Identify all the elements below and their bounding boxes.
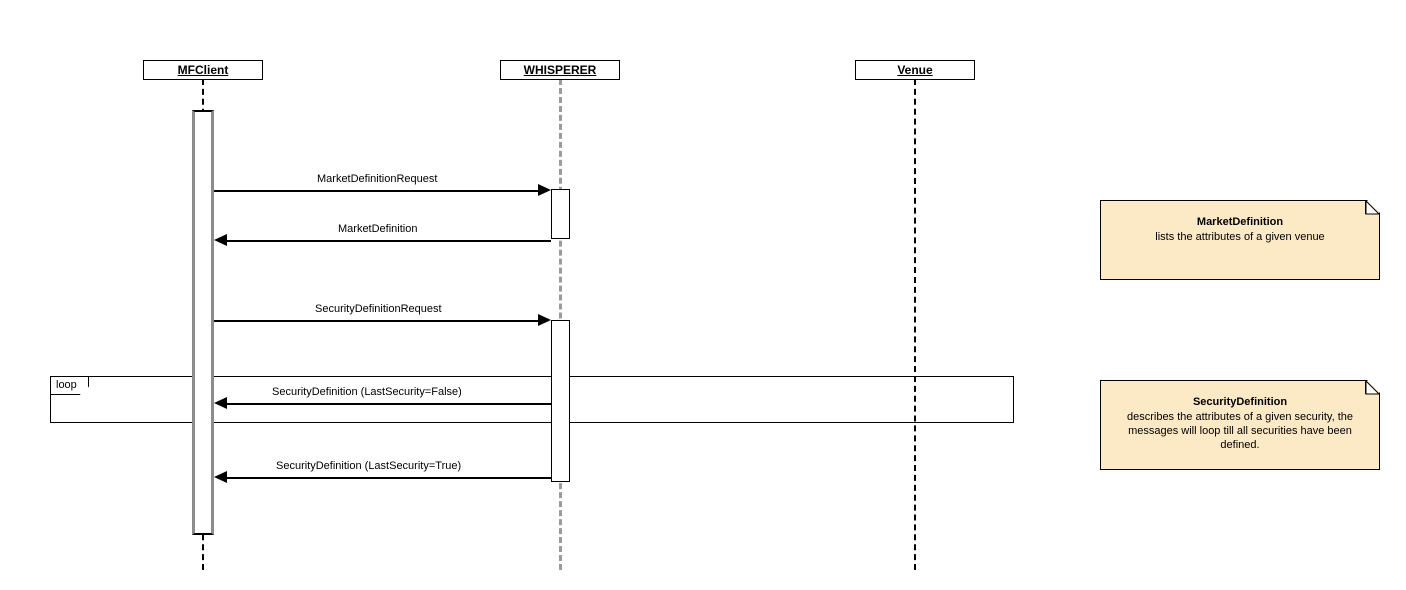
activation-bar-mfclient (192, 110, 214, 535)
message-label: SecurityDefinitionRequest (311, 304, 446, 315)
message-label: SecurityDefinition (LastSecurity=True) (272, 461, 466, 472)
arrow-head-left-icon (214, 397, 227, 409)
arrow-head-right-icon (538, 314, 551, 326)
arrow-head-left-icon (214, 234, 227, 246)
lifeline-label-venue: Venue (897, 63, 933, 77)
activation-bar-whisperer-securitydefinition (551, 320, 570, 482)
activation-bar-whisperer-marketdefinition (551, 189, 570, 239)
lifeline-header-whisperer[interactable]: WHISPERER (500, 60, 620, 80)
arrow-head-right-icon (538, 184, 551, 196)
note-title: SecurityDefinition (1192, 396, 1288, 408)
loop-fragment-operator: loop (56, 379, 77, 391)
loop-fragment-tab: loop (50, 376, 89, 395)
note-market-definition: MarketDefinition lists the attributes of… (1100, 200, 1380, 280)
message-line (227, 477, 551, 479)
lifeline-label-whisperer: WHISPERER (523, 63, 597, 77)
lifeline-label-mfclient: MFClient (177, 63, 229, 77)
message-label: MarketDefinitionRequest (313, 174, 442, 185)
message-line (214, 320, 538, 322)
note-body: describes the attributes of a given secu… (1126, 411, 1354, 451)
message-line (214, 190, 538, 192)
lifeline-header-mfclient[interactable]: MFClient (143, 60, 263, 80)
note-fold-corner-icon (1365, 201, 1379, 214)
lifeline-header-venue[interactable]: Venue (855, 60, 975, 80)
message-line (227, 403, 551, 405)
note-title: MarketDefinition (1196, 216, 1284, 228)
message-label: MarketDefinition (334, 224, 422, 235)
note-fold-corner-icon (1365, 381, 1379, 394)
lifeline-venue (914, 79, 916, 570)
arrow-head-left-icon (214, 471, 227, 483)
message-label: SecurityDefinition (LastSecurity=False) (268, 387, 466, 398)
message-line (227, 240, 551, 242)
note-body: lists the attributes of a given venue (1155, 231, 1325, 243)
loop-fragment-frame (50, 376, 1014, 423)
note-security-definition: SecurityDefinition describes the attribu… (1100, 380, 1380, 470)
